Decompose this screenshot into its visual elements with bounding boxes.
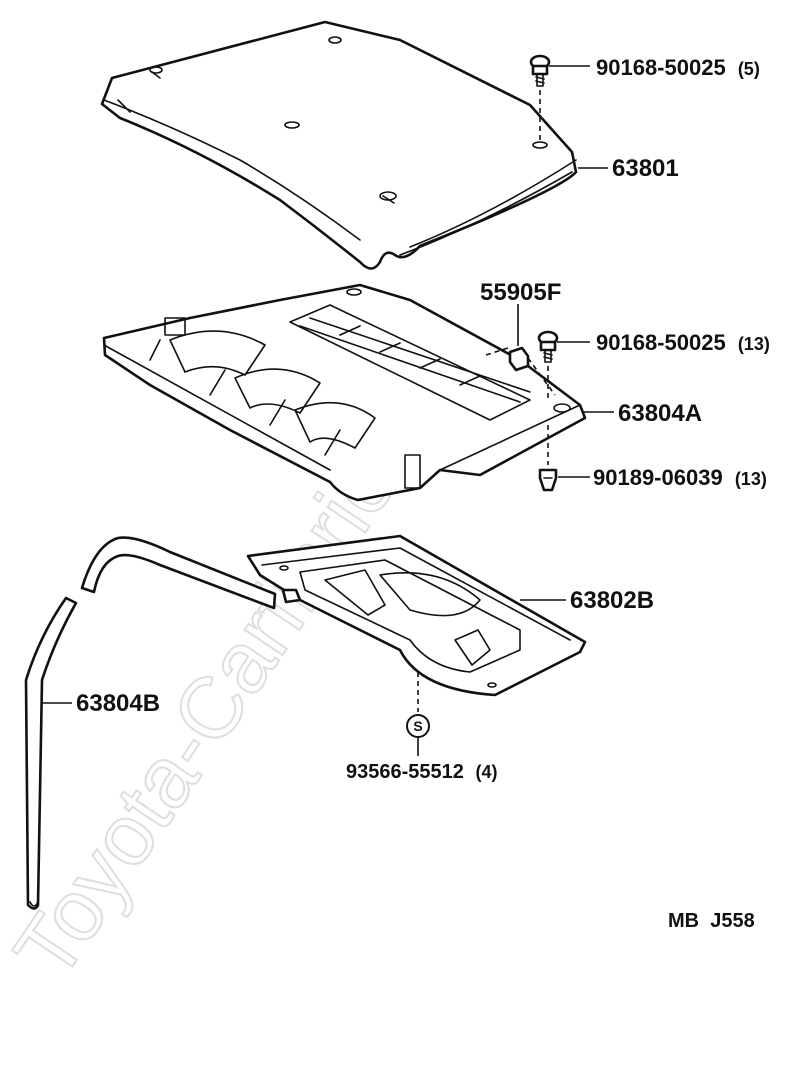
part-no: 63801 [612, 155, 679, 182]
callout-bolt-mid[interactable]: 90168-50025 (13) [596, 330, 770, 355]
callout-clip-bottom[interactable]: 90189-06039 (13) [593, 465, 767, 490]
clip-nut-guide [485, 347, 556, 396]
part-no: 63802B [570, 587, 654, 614]
callout-upper-cover[interactable]: 63801 [612, 155, 679, 182]
callout-screw-s[interactable]: 93566-55512 (4) [346, 761, 497, 783]
svg-text:90189-06039 (13): 90189-06039 (13) [593, 465, 767, 490]
part-no: 63804A [618, 400, 702, 427]
bolt-top-icon[interactable] [529, 54, 551, 87]
part-no: 90189-06039 [593, 465, 723, 490]
svg-text:90168-50025 (13): 90168-50025 (13) [596, 330, 770, 355]
part-no: 90168-50025 [596, 330, 726, 355]
screw-symbol-letter: S [413, 718, 422, 734]
part-no: 90168-50025 [596, 55, 726, 80]
qty: (13) [735, 469, 767, 489]
callout-mid-tray[interactable]: 63804A [618, 400, 702, 427]
part-no: 93566-55512 [346, 761, 464, 783]
callout-hose[interactable]: 63804B [76, 690, 160, 717]
clip-nut-icon[interactable] [508, 346, 530, 372]
hose-63804b[interactable] [24, 536, 277, 910]
upper-cover-63801[interactable] [100, 20, 578, 270]
callout-clip-nut[interactable]: 55905F [480, 279, 561, 306]
svg-text:90168-50025 (5): 90168-50025 (5) [596, 55, 760, 80]
mid-tray-63804a[interactable] [102, 283, 587, 502]
svg-text:93566-55512 (4): 93566-55512 (4) [346, 761, 497, 783]
qty: (4) [475, 762, 497, 782]
qty: (13) [738, 334, 770, 354]
qty: (5) [738, 59, 760, 79]
diagram-code: MB J558 [668, 910, 755, 932]
callout-bolt-top[interactable]: 90168-50025 (5) [596, 55, 760, 80]
part-no: 63804B [76, 690, 160, 717]
callout-lower-tray[interactable]: 63802B [570, 587, 654, 614]
screw-s-symbol[interactable]: S [406, 714, 430, 738]
lower-tray-63802b[interactable] [246, 534, 587, 697]
clip-bottom-icon[interactable] [538, 468, 558, 492]
bolt-mid-icon[interactable] [537, 330, 559, 363]
part-no: 55905F [480, 279, 561, 306]
